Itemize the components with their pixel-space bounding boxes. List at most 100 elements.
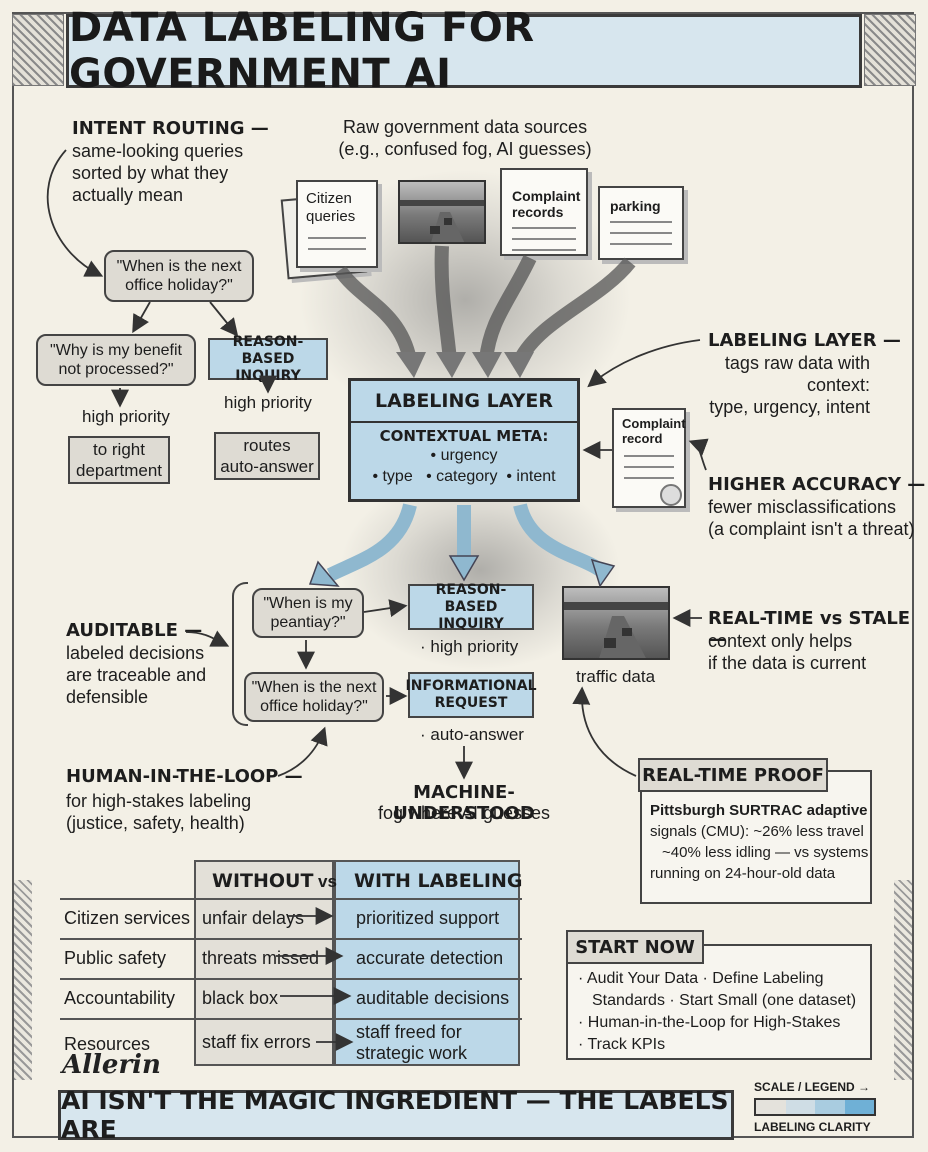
labeling-side-heading: LABELING LAYER — bbox=[708, 330, 901, 351]
auditable-heading: AUDITABLE — bbox=[66, 620, 203, 641]
table-row: Accountability black box auditable decis… bbox=[60, 978, 522, 1020]
dest-department-text: to right department bbox=[76, 440, 162, 480]
road-photo-top bbox=[398, 180, 486, 244]
citizen-queries-doc: Citizen queries bbox=[296, 180, 378, 268]
legend-swatch-2 bbox=[785, 1100, 815, 1114]
row-without: unfair delays bbox=[202, 908, 305, 928]
left-priority-text: high priority bbox=[82, 407, 170, 426]
right-priority-text: high priority bbox=[224, 393, 312, 412]
machine-understood-desc: fog where AI guesses bbox=[377, 803, 551, 823]
lower-flow-arrows bbox=[326, 503, 605, 582]
start-now-box: START NOW · Audit Your Data · Define Lab… bbox=[566, 930, 872, 1060]
side-hatch-right bbox=[894, 880, 912, 1080]
table-row: Public safety threats missed accurate de… bbox=[60, 938, 522, 980]
row-with: staff freed for strategic work bbox=[356, 1022, 468, 1063]
table-row: Resources staff fix errors staff freed f… bbox=[60, 1018, 522, 1068]
row-without: staff fix errors bbox=[202, 1032, 311, 1052]
proof-line-1: Pittsburgh SURTRAC adaptive bbox=[650, 802, 868, 819]
query-benefit-text: "Why is my benefit not processed?" bbox=[50, 342, 182, 378]
seal-icon bbox=[660, 484, 682, 506]
row-without: threats missed bbox=[202, 948, 320, 968]
row-with: accurate detection bbox=[356, 948, 504, 968]
info-request-label: INFORMATIONAL REQUEST bbox=[405, 678, 537, 711]
complaint-record-doc: Complaint record bbox=[612, 408, 686, 508]
auditable-desc: labeled decisions are traceable and defe… bbox=[66, 643, 207, 707]
citizen-queries-label: Citizen queries bbox=[306, 190, 356, 225]
row-with: prioritized support bbox=[356, 908, 500, 928]
complaint-records-doc: Complaint records bbox=[500, 168, 588, 256]
realtime-heading: REAL-TIME vs STALE — bbox=[708, 608, 911, 650]
labeling-layer-box: LABELING LAYER CONTEXTUAL META: • urgenc… bbox=[348, 378, 580, 502]
complaint-records-label: Complaint records bbox=[512, 188, 581, 220]
reason-inquiry-box-lower: REASON-BASED INQUIRY bbox=[408, 581, 534, 632]
meta-line-urgency: • urgency bbox=[430, 447, 498, 464]
lower-arrowheads bbox=[308, 555, 616, 588]
parking-label: parking bbox=[610, 198, 661, 214]
start-now-header: START NOW bbox=[566, 930, 704, 964]
allerin-logo: Allerin bbox=[62, 1050, 161, 1080]
traffic-data-label: traffic data bbox=[576, 667, 656, 686]
realtime-proof-box: REAL-TIME PROOF Pittsburgh SURTRAC adapt… bbox=[638, 758, 872, 904]
source-flow-arrows bbox=[334, 245, 636, 364]
hitl-heading: HUMAN-IN-THE-LOOP — bbox=[66, 766, 303, 787]
without-header: WITHOUT bbox=[212, 870, 314, 892]
complaint-record-label: Complaint record bbox=[622, 416, 686, 446]
start-line-1: · Audit Your Data · Define Labeling bbox=[578, 970, 824, 987]
realtime-desc: context only helps if the data is curren… bbox=[708, 631, 867, 673]
title-banner: DATA LABELING FOR GOVERNMENT AI bbox=[66, 5, 862, 97]
legend-swatch-3 bbox=[815, 1100, 845, 1114]
row-label: Public safety bbox=[64, 948, 167, 968]
bottom-banner: AI ISN'T THE MAGIC INGREDIENT — THE LABE… bbox=[58, 1086, 734, 1144]
realtime-proof-title: REAL-TIME PROOF bbox=[642, 764, 824, 786]
legend-title: SCALE / LEGEND → bbox=[754, 1080, 871, 1094]
auditable-brace bbox=[232, 582, 248, 726]
corner-hatch-right bbox=[864, 14, 916, 86]
query-holiday-bubble: "When is the next office holiday?" bbox=[104, 250, 254, 302]
intent-description: same-looking queries sorted by what they… bbox=[72, 141, 244, 205]
query-holiday-lower-bubble: "When is the next office holiday?" bbox=[244, 672, 384, 722]
bottom-tagline: AI ISN'T THE MAGIC INGREDIENT — THE LABE… bbox=[61, 1086, 729, 1144]
info-autoanswer-note: · auto-answer bbox=[420, 725, 524, 744]
row-label: Citizen services bbox=[64, 908, 191, 928]
page-title: DATA LABELING FOR GOVERNMENT AI bbox=[69, 5, 535, 97]
vs-header: vs bbox=[318, 872, 337, 891]
thin-arrows bbox=[46, 149, 709, 1051]
proof-line-3: ~40% less idling — vs systems bbox=[662, 844, 869, 861]
legend-caption: LABELING CLARITY bbox=[754, 1120, 871, 1134]
query-peantiay-text: "When is my peantiay?" bbox=[263, 595, 353, 631]
reason-inquiry-label-lower: REASON-BASED INQUIRY bbox=[435, 581, 507, 632]
proof-line-2: signals (CMU): ~26% less travel bbox=[650, 823, 864, 840]
accuracy-desc: fewer misclassifications (a complaint is… bbox=[708, 497, 915, 539]
query-holiday-text: "When is the next office holiday?" bbox=[116, 258, 242, 294]
dest-autoanswer-box: routes auto-answer bbox=[214, 432, 320, 480]
start-line-4: · Track KPIs bbox=[578, 1036, 666, 1053]
query-holiday-lower-text: "When is the next office holiday?" bbox=[251, 679, 377, 715]
query-benefit-bubble: "Why is my benefit not processed?" bbox=[36, 334, 196, 386]
labeling-layer-title: LABELING LAYER bbox=[375, 390, 553, 412]
start-line-3: · Human-in-the-Loop for High-Stakes bbox=[578, 1014, 841, 1031]
start-now-title: START NOW bbox=[575, 936, 695, 958]
with-header: WITH LABELING bbox=[354, 870, 523, 892]
contextual-meta-title: CONTEXTUAL META: bbox=[379, 427, 549, 445]
hitl-desc: for high-stakes labeling (justice, safet… bbox=[66, 791, 252, 833]
proof-line-4: running on 24-hour-old data bbox=[650, 865, 836, 882]
row-without: black box bbox=[202, 988, 279, 1008]
query-peantiay-bubble: "When is my peantiay?" bbox=[252, 588, 364, 638]
meta-line-types: • type • category • intent bbox=[372, 468, 556, 485]
source-arrowheads bbox=[396, 352, 534, 378]
reason-priority-note: · high priority bbox=[420, 637, 519, 656]
without-column-bg bbox=[194, 860, 334, 1066]
intent-heading: INTENT ROUTING — bbox=[72, 118, 269, 139]
side-hatch-left bbox=[14, 880, 32, 1080]
row-label: Resources bbox=[64, 1034, 151, 1054]
traffic-photo bbox=[562, 586, 670, 660]
parking-doc: parking bbox=[598, 186, 684, 260]
accuracy-heading: HIGHER ACCURACY — bbox=[708, 474, 926, 495]
reason-inquiry-label-top: REASON-BASED INQUIRY bbox=[232, 333, 304, 384]
dest-department-box: to right department bbox=[68, 436, 170, 484]
legend-bar bbox=[754, 1098, 876, 1116]
labeling-side-desc: tags raw data with context: type, urgenc… bbox=[709, 353, 870, 417]
with-column-bg bbox=[334, 860, 520, 1066]
realtime-proof-header: REAL-TIME PROOF bbox=[638, 758, 828, 792]
